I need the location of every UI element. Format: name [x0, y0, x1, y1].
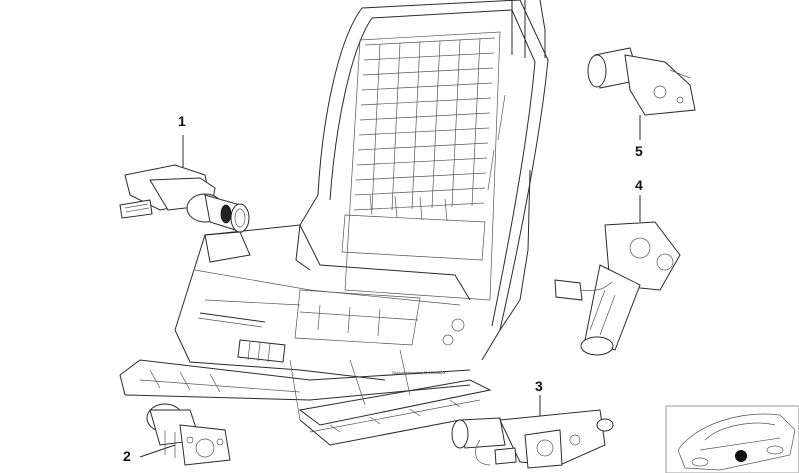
callout-2: 2	[123, 448, 131, 464]
callout-1: 1	[178, 113, 186, 129]
callout-5: 5	[635, 143, 643, 159]
callout-4: 4	[635, 177, 643, 193]
motor-2-illustration	[139, 403, 231, 466]
motor-1-illustration	[119, 135, 250, 233]
callout-3: 3	[535, 378, 543, 394]
motor-4-illustration	[554, 195, 681, 356]
car-reference-inset	[665, 405, 799, 473]
motor-3-illustration	[451, 395, 614, 469]
reference-note: Sitzschienenpfad Ri 10/26823	[392, 370, 446, 375]
seat-frame	[119, 0, 549, 446]
seat-position-marker	[735, 450, 747, 462]
motor-5-illustration	[587, 47, 696, 140]
